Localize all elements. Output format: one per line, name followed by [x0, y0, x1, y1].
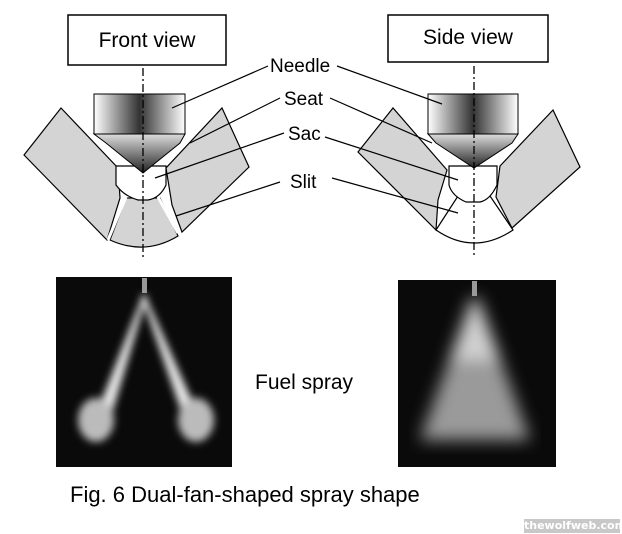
side-view-title: Side view — [423, 26, 514, 49]
front-view-title-box — [67, 14, 227, 66]
needle — [93, 93, 186, 135]
front-view: Front view — [23, 14, 250, 260]
needle — [427, 93, 519, 135]
label-sac: Sac — [288, 124, 321, 145]
part-labels: Needle Seat Sac Slit — [154, 56, 459, 217]
needle-cone — [92, 133, 186, 174]
side-spray-image — [398, 280, 556, 467]
sac — [448, 165, 498, 203]
nozzle-tip — [435, 195, 514, 244]
needle-cone — [426, 133, 519, 169]
fuel-spray-label: Fuel spray — [255, 371, 354, 394]
label-slit: Slit — [290, 172, 317, 193]
front-view-title: Front view — [99, 29, 197, 52]
left-nozzle-body — [357, 107, 448, 232]
left-slit — [106, 196, 128, 241]
right-nozzle-body — [495, 108, 581, 229]
label-needle: Needle — [270, 56, 330, 77]
right-nozzle-body — [165, 106, 250, 234]
front-spray-image — [56, 277, 232, 467]
right-slit — [156, 196, 180, 234]
nozzle-tip — [109, 197, 179, 248]
label-seat: Seat — [284, 89, 324, 110]
side-view: Side view — [357, 14, 581, 258]
leader-lines — [154, 65, 459, 217]
side-view-title-box — [387, 14, 549, 63]
figure-caption: Fig. 6 Dual-fan-shaped spray shape — [70, 482, 420, 507]
watermark: thewolfweb.com — [524, 519, 622, 533]
sac — [115, 165, 167, 201]
